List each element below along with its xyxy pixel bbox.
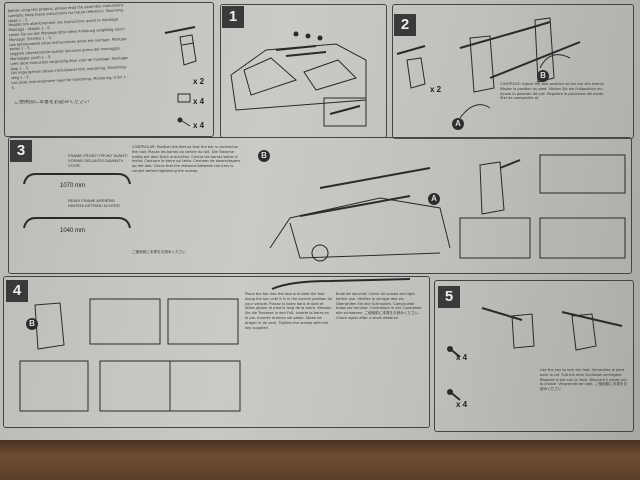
- foot-clamp-illustration: [396, 45, 426, 89]
- step-4-text-left: Place the bar into the foot and slide th…: [245, 292, 333, 330]
- foot-detail-illustration: [459, 154, 626, 259]
- step-2-panel: [392, 4, 634, 139]
- bar-end-drawing: [271, 278, 411, 290]
- step-3-jp: ご使用前に本書をお読みください: [132, 250, 186, 254]
- step-4-panel: [3, 276, 430, 428]
- rear-bar-length: 1040 mm: [60, 228, 86, 234]
- front-bar-drawing: [23, 173, 131, 185]
- step-1-panel: [220, 4, 387, 138]
- front-bar-length: 1070 mm: [60, 183, 86, 189]
- screw-qty: x 4: [193, 121, 205, 130]
- car-with-bars-illustration: [269, 167, 451, 262]
- step-2-number: 2: [394, 14, 416, 36]
- step-1-number: 1: [222, 6, 244, 28]
- step-4-illustrations: [19, 298, 241, 412]
- step-3-number: 3: [10, 140, 32, 162]
- foot-qty: x 2: [193, 77, 205, 86]
- step-5-panel: [434, 280, 634, 432]
- callout-a: A: [452, 118, 464, 130]
- step-5-key-qty: x 4: [456, 353, 468, 362]
- foot-part-icon: [164, 26, 197, 66]
- key-icon: [447, 346, 461, 358]
- table-surface: [0, 440, 640, 480]
- screw-part-icon: [177, 117, 191, 127]
- jp-text: ご使用前に本書をお読みください: [14, 100, 90, 105]
- intro-text-block: Before using this product, please read t…: [7, 3, 129, 90]
- car-roof-illustration: [230, 31, 367, 127]
- instruction-sheet: [0, 0, 640, 440]
- step-3-callout-a: A: [428, 193, 440, 205]
- step-4-number: 4: [6, 280, 28, 302]
- front-bar-caption: FRAME FRONT/ FRONT AVANT/ VORNE/ DELANTE…: [68, 153, 128, 168]
- step-5-screw-qty: x 4: [456, 400, 468, 409]
- parts-panel: [4, 2, 214, 137]
- step-5-text: Use the key to lock the foot. Verrouille…: [540, 368, 628, 392]
- screw-icon: [447, 389, 461, 401]
- step-3-panel: [8, 137, 632, 274]
- step-2-qty: x 2: [430, 85, 442, 94]
- step-2-text: CONTRÔLE: Adjust the foot position so th…: [500, 82, 605, 101]
- rear-bar-drawing: [23, 217, 131, 229]
- step-5-number: 5: [438, 286, 460, 308]
- step-5-illustration: [481, 307, 623, 351]
- pad-part-icon: [177, 93, 191, 103]
- rear-bar-caption: REAR/ FRAME ARRIÈRE/ HINTEN/ DETRÁS/ ACH…: [68, 198, 120, 208]
- pad-qty: x 4: [193, 97, 205, 106]
- step-3-text: CONTROLAR: Position the feet so that the…: [132, 145, 241, 173]
- step-3-callout-b: B: [258, 150, 270, 162]
- step-4-callout-b: B: [26, 318, 38, 330]
- bar-mount-illustration: [459, 17, 581, 119]
- step-4-text-right: Bulle de sécurité: Check all screws are …: [336, 292, 422, 320]
- callout-b: B: [537, 70, 549, 82]
